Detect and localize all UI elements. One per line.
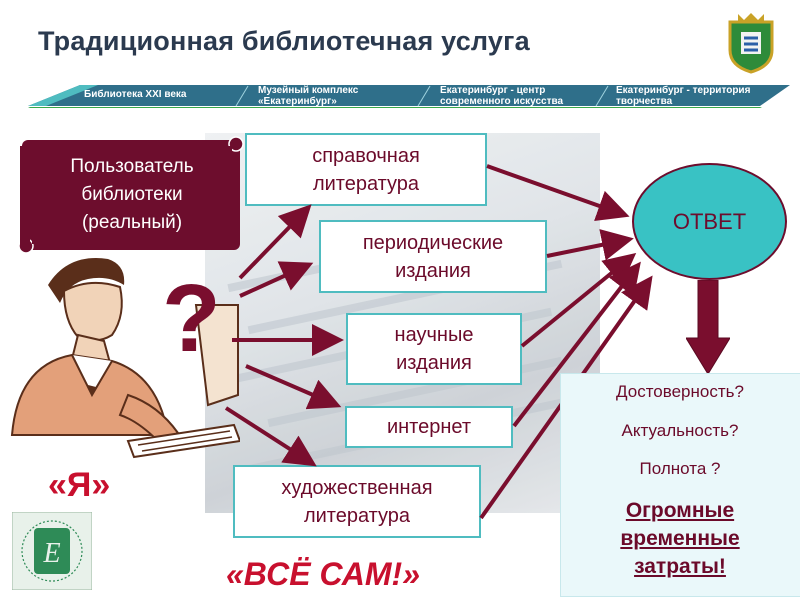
user-label: Пользователь библиотеки (реальный) <box>32 146 232 244</box>
arrow-user-to-fiction <box>224 406 317 467</box>
source-box-scientific-line2: издания <box>396 352 472 374</box>
down-arrow-icon <box>686 280 730 375</box>
arrow-internet-to-answer <box>512 261 641 428</box>
source-box-internet-line1: интернет <box>386 416 472 438</box>
conclusion-text: Огромные временные затраты! <box>560 497 800 581</box>
conclusion-line3: затраты! <box>634 555 726 578</box>
question-completeness: Полнота ? <box>639 459 721 478</box>
bottom-slogan: «ВСЁ САМ!» <box>226 556 420 592</box>
question-reliability: Достоверность? <box>616 382 744 401</box>
arrow-user-to-internet <box>245 364 342 410</box>
banner-item-1: Библиотека XXI века <box>84 89 187 100</box>
source-box-internet: интернет <box>345 406 513 448</box>
source-box-periodicals-line1: периодические <box>362 231 504 254</box>
library-logo-icon: E <box>12 512 92 590</box>
source-box-reference-line1: справочная <box>312 144 420 167</box>
source-box-reference: справочная литература <box>245 133 487 206</box>
arrow-user-to-periodicals <box>239 261 314 298</box>
arrow-periodicals-to-answer <box>546 229 634 261</box>
banner-item-4: Екатеринбург - территория творчества <box>616 85 751 107</box>
source-box-scientific-line1: научные <box>394 324 474 346</box>
source-box-scientific: научные издания <box>346 313 522 385</box>
user-label-line2: библиотеки <box>81 184 183 205</box>
coat-of-arms-icon <box>728 13 774 74</box>
slide-title: Традиционная библиотечная услуга <box>38 26 530 56</box>
source-box-reference-line2: литература <box>312 172 420 195</box>
question-relevance: Актуальность? <box>621 421 739 440</box>
conclusion-line1: Огромные <box>625 499 735 522</box>
scroll-curl-decoration <box>18 136 244 254</box>
arrow-reference-to-answer <box>486 164 630 222</box>
banner-item-3: Екатеринбург - центр современного искусс… <box>440 85 564 107</box>
source-box-fiction-line2: литература <box>303 504 411 527</box>
person-at-computer-illustration <box>10 258 240 459</box>
header-banner <box>28 85 790 108</box>
svg-text:E: E <box>42 538 60 569</box>
source-box-periodicals-line2: издания <box>395 259 471 282</box>
user-label-line1: Пользователь <box>70 156 194 177</box>
banner-item-2: Музейный комплекс «Екатеринбург» <box>258 85 359 107</box>
source-box-fiction-line1: художественная <box>281 476 433 499</box>
question-mark: ? <box>162 265 221 372</box>
arrow-user-to-reference <box>238 204 312 280</box>
questions-panel <box>560 373 800 597</box>
user-label-line3: (реальный) <box>81 212 183 233</box>
conclusion-line2: временные <box>620 527 740 550</box>
source-box-periodicals: периодические издания <box>319 220 547 293</box>
answer-label: ОТВЕТ <box>672 208 747 234</box>
ya-label: «Я» <box>48 466 111 504</box>
source-box-fiction: художественная литература <box>233 465 481 538</box>
answer-circle: ОТВЕТ <box>632 163 787 280</box>
